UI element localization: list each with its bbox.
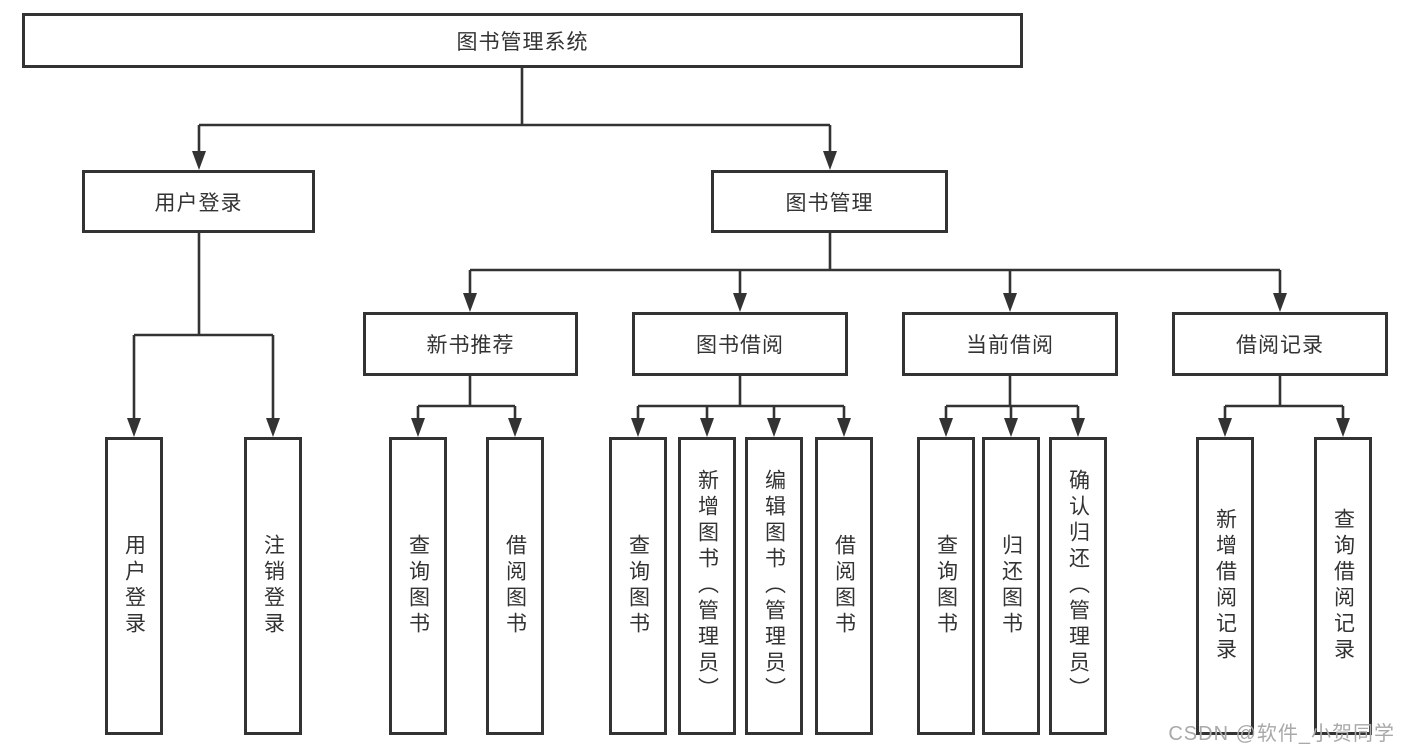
leaf-add-book-admin-label: 新增图书（管理员） (695, 469, 719, 703)
leaf-edit-book-admin-label: 编辑图书（管理员） (762, 469, 786, 703)
node-book-management: 图书管理 (711, 170, 948, 233)
leaf-current-query-books-label: 查询图书 (934, 534, 958, 638)
node-borrow-records: 借阅记录 (1172, 312, 1388, 376)
leaf-add-borrow-record: 新增借阅记录 (1196, 437, 1254, 735)
node-user-login: 用户登录 (82, 170, 315, 233)
leaf-confirm-return-admin-label: 确认归还（管理员） (1066, 469, 1090, 703)
leaf-recommend-query-books: 查询图书 (389, 437, 447, 735)
leaf-query-borrow-record-label: 查询借阅记录 (1331, 508, 1355, 664)
leaf-logout: 注销登录 (244, 437, 302, 735)
leaf-recommend-borrow-books-label: 借阅图书 (503, 534, 527, 638)
leaf-add-borrow-record-label: 新增借阅记录 (1213, 508, 1237, 664)
csdn-watermark: CSDN @软件_小贺同学 (1168, 723, 1395, 745)
leaf-recommend-borrow-books: 借阅图书 (486, 437, 544, 735)
leaf-user-login-label: 用户登录 (122, 534, 146, 638)
node-root-system: 图书管理系统 (22, 13, 1023, 68)
leaf-current-query-books: 查询图书 (917, 437, 975, 735)
leaf-return-book-label: 归还图书 (999, 534, 1023, 638)
leaf-return-book: 归还图书 (982, 437, 1040, 735)
leaf-confirm-return-admin: 确认归还（管理员） (1049, 437, 1107, 735)
leaf-recommend-query-books-label: 查询图书 (406, 534, 430, 638)
leaf-user-login: 用户登录 (105, 437, 163, 735)
leaf-borrow-query-books: 查询图书 (609, 437, 667, 735)
leaf-add-book-admin: 新增图书（管理员） (678, 437, 736, 735)
node-current-borrow: 当前借阅 (902, 312, 1118, 376)
leaf-edit-book-admin: 编辑图书（管理员） (745, 437, 803, 735)
node-new-book-recommend: 新书推荐 (363, 312, 578, 376)
leaf-logout-label: 注销登录 (261, 534, 285, 638)
leaf-borrow-book: 借阅图书 (815, 437, 873, 735)
leaf-borrow-book-label: 借阅图书 (832, 534, 856, 638)
leaf-borrow-query-books-label: 查询图书 (626, 534, 650, 638)
node-book-borrow: 图书借阅 (632, 312, 848, 376)
leaf-query-borrow-record: 查询借阅记录 (1314, 437, 1372, 735)
